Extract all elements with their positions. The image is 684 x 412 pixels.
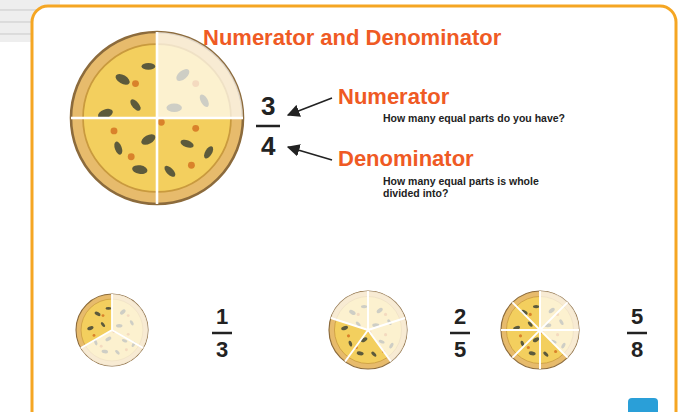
pizza-thirds bbox=[76, 294, 148, 366]
fraction-bar bbox=[212, 126, 647, 333]
pizza-fifths bbox=[329, 291, 407, 369]
term-description: How many equal parts do you have? bbox=[383, 112, 565, 124]
leader-arrow bbox=[288, 98, 332, 160]
corner-tab bbox=[628, 398, 658, 412]
pizza-eighths bbox=[501, 291, 579, 369]
numerator-digit: 3 bbox=[261, 92, 275, 122]
denominator-digit: 8 bbox=[631, 337, 643, 362]
numerator-digit: 5 bbox=[631, 304, 643, 329]
term-heading: Numerator bbox=[338, 84, 449, 109]
denominator-digit: 3 bbox=[216, 337, 228, 362]
term-description: How many equal parts is whole divided in… bbox=[383, 175, 558, 199]
pizza-quarters bbox=[71, 32, 243, 204]
term-heading: Denominator bbox=[338, 146, 474, 171]
denominator-digit: 5 bbox=[454, 337, 466, 362]
denominator-digit: 4 bbox=[261, 132, 275, 162]
numerator-digit: 1 bbox=[216, 304, 228, 329]
card-border bbox=[32, 6, 676, 412]
poster-title: Numerator and Denominator bbox=[203, 25, 501, 50]
numerator-digit: 2 bbox=[454, 304, 466, 329]
